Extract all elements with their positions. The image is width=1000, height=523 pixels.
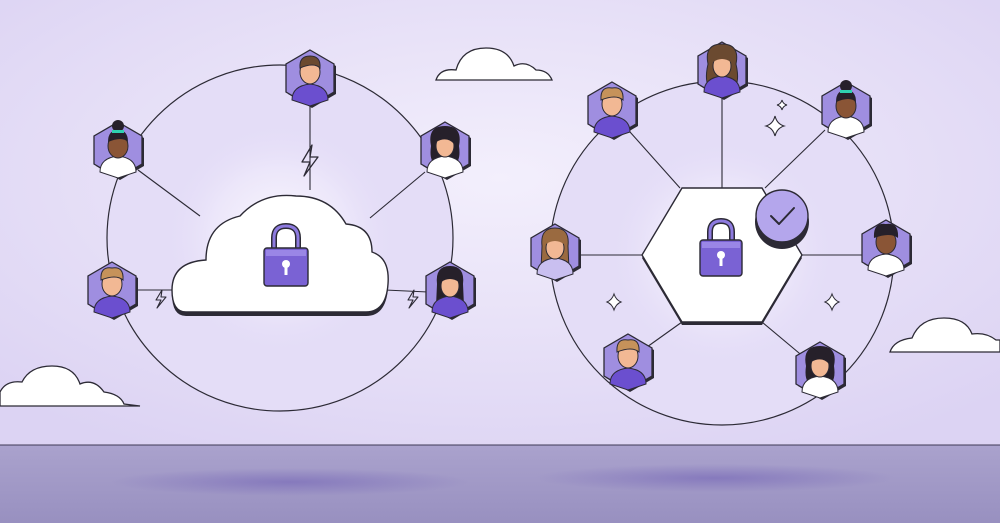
check-badge-icon: [755, 189, 809, 249]
lightning-icon: [155, 289, 167, 309]
floor-shadow-left: [110, 468, 470, 496]
person-man-short-hair-avatar: [285, 49, 336, 108]
sparkle-icon: [776, 99, 788, 111]
person-man-short-hair-avatar: [603, 333, 654, 392]
person-woman-bun-avatar: [93, 120, 144, 180]
person-man-brown-hair-avatar: [87, 261, 138, 320]
person-woman-bun-avatar: [821, 80, 872, 140]
lightning-icon: [407, 289, 419, 309]
floor-shadow-right: [535, 464, 895, 492]
person-woman-curly-hair-avatar: [420, 121, 471, 180]
sparkle-icon: [764, 115, 786, 137]
left-network: [87, 49, 476, 412]
padlock-icon: [699, 217, 743, 277]
person-man-curly-hair-avatar: [861, 219, 912, 278]
sparkle-icon: [605, 292, 623, 312]
lightning-icon: [301, 144, 319, 177]
left-spokes: [135, 102, 429, 293]
cloud-outline-top: [435, 47, 553, 81]
cloud-outline-right: [889, 317, 1000, 353]
right-network: [530, 41, 912, 426]
right-spokes: [575, 98, 866, 359]
person-woman-long-hair-avatar: [425, 261, 476, 320]
person-woman-wavy-hair-avatar: [697, 41, 748, 100]
person-woman-curly-hair-avatar: [795, 341, 846, 400]
cloud-outline-left: [0, 365, 141, 407]
sparkle-icon: [823, 292, 841, 312]
person-woman-long-hair-avatar: [530, 223, 581, 282]
padlock-icon: [263, 222, 309, 287]
person-man-brown-hair-avatar: [587, 81, 638, 140]
